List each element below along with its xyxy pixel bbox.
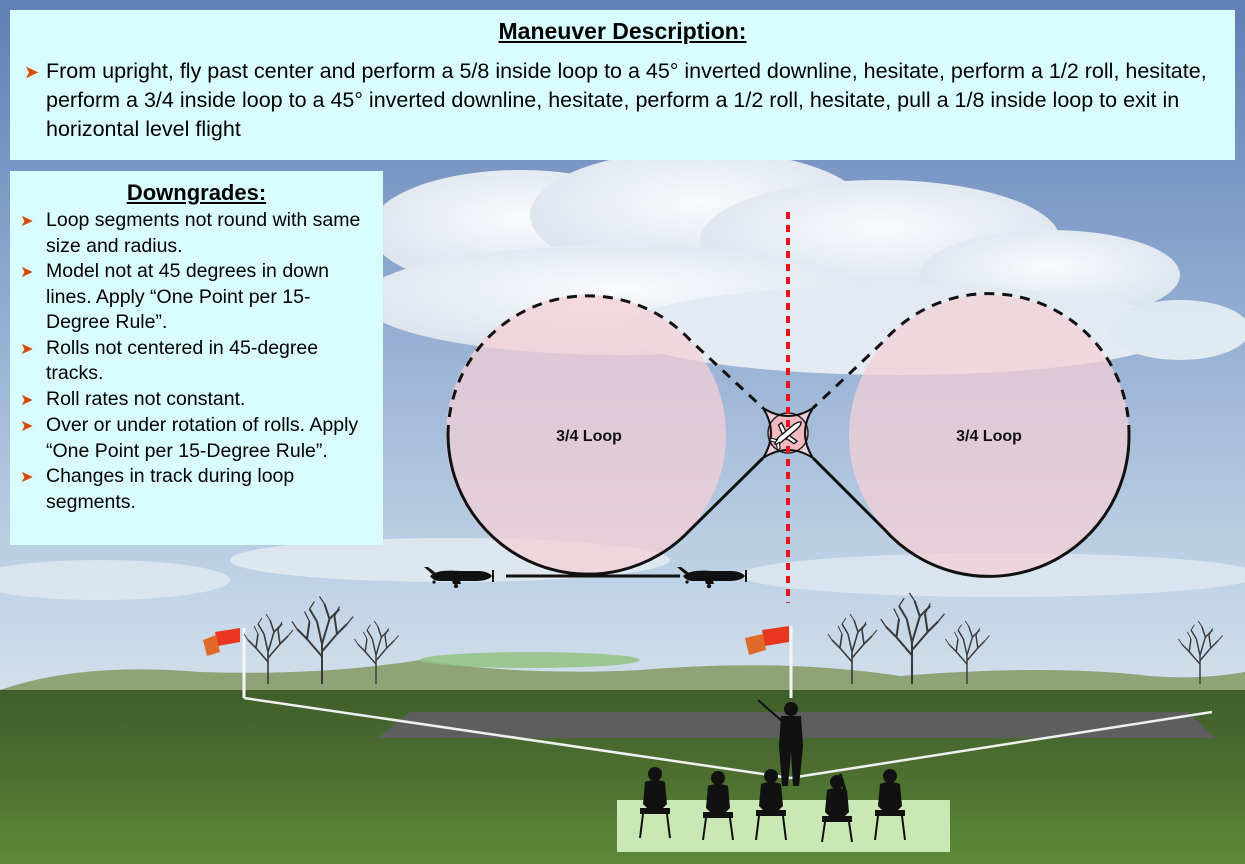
downgrade-item: ➤Roll rates not constant. <box>20 387 373 414</box>
downgrades-list: ➤Loop segments not round with same size … <box>10 208 383 515</box>
sight-line-right <box>789 710 1213 780</box>
arrow-bullet-icon: ➤ <box>20 418 34 435</box>
downgrades-panel: Downgrades: ➤Loop segments not round wit… <box>10 171 383 545</box>
arrow-bullet-icon: ➤ <box>20 391 34 409</box>
flag-icon <box>203 628 246 698</box>
judge-icon <box>702 771 734 841</box>
sight-line-left <box>243 696 791 780</box>
right-loop-label: 3/4 Loop <box>956 428 1022 445</box>
downgrade-item: ➤Over or under rotation of rolls. Apply … <box>20 413 373 464</box>
downgrades-title: Downgrades: <box>126 180 267 205</box>
judge-icon <box>874 769 906 841</box>
flag-icon <box>745 626 793 698</box>
arrow-bullet-icon: ➤ <box>20 264 34 281</box>
maneuver-description-panel: Maneuver Description: ➤ From upright, fl… <box>10 10 1235 160</box>
maneuver-diagram: 3/4 Loop 3/4 Loop <box>424 212 1131 603</box>
arrow-bullet-icon: ➤ <box>20 340 34 358</box>
maneuver-description-title: Maneuver Description: <box>498 18 747 44</box>
downgrade-item: ➤Model not at 45 degrees in down lines. … <box>20 259 373 336</box>
downgrade-item: ➤Loop segments not round with same size … <box>20 208 373 259</box>
left-loop-solid <box>446 434 765 576</box>
maneuver-description-text: From upright, fly past center and perfor… <box>46 59 1207 141</box>
downgrade-item: ➤Rolls not centered in 45-degree tracks. <box>20 336 373 387</box>
judge-icon <box>821 773 853 843</box>
airplane-icon <box>767 421 802 452</box>
maneuver-description-item: ➤ From upright, fly past center and perf… <box>24 57 1219 144</box>
arrow-bullet-icon: ➤ <box>20 469 34 486</box>
right-loop-solid <box>811 434 1131 578</box>
left-loop-fill <box>446 295 726 575</box>
judge-icon <box>639 767 671 839</box>
right-loop-fill <box>849 295 1129 575</box>
left-loop-label: 3/4 Loop <box>556 428 622 445</box>
arrow-bullet-icon: ➤ <box>20 213 34 230</box>
left-loop-dashed <box>446 294 765 436</box>
right-loop-dashed <box>811 292 1131 436</box>
arrow-bullet-icon: ➤ <box>24 62 40 82</box>
downgrade-item: ➤Changes in track during loop segments. <box>20 464 373 515</box>
judge-icon <box>755 769 787 841</box>
pilot-icon <box>757 699 803 786</box>
